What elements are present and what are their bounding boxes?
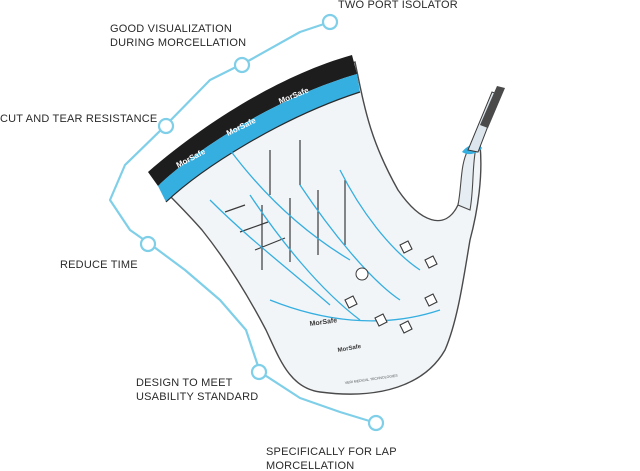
label-lap-morcellation: SPECIFICALLY FOR LAP MORCELLATION: [266, 445, 397, 471]
label-two-port-isolator: TWO PORT ISOLATOR: [338, 0, 458, 12]
connector-node-lap: [367, 414, 385, 432]
morsafe-bag: MorSafe MorSafe MorSafe MorSafe MorSafe …: [148, 55, 505, 395]
label-good-visualization: GOOD VISUALIZATION DURING MORCELLATION: [110, 22, 246, 50]
connector-node-cut-tear: [157, 117, 175, 135]
label-line: DURING MORCELLATION: [110, 37, 247, 49]
neck-hatched-tip: [480, 86, 505, 128]
label-line: MORCELLATION: [266, 460, 355, 471]
connector-node-two-port: [321, 13, 339, 31]
bag-brand-text-1: MorSafe: [309, 317, 337, 328]
connector-node-visualization: [233, 56, 251, 74]
label-line: REDUCE TIME: [60, 259, 138, 271]
connector-node-usability: [250, 363, 268, 381]
label-line: SPECIFICALLY FOR LAP: [266, 446, 397, 458]
label-reduce-time: REDUCE TIME: [60, 258, 138, 272]
label-line: CUT AND TEAR RESISTANCE: [0, 113, 158, 125]
label-line: USABILITY STANDARD: [136, 391, 259, 403]
bag-measurement-lines: [224, 140, 346, 270]
connector-node-reduce-time: [139, 235, 157, 253]
bag-blue-folds: [209, 149, 441, 322]
label-line: TWO PORT ISOLATOR: [338, 0, 458, 11]
rim-blue-band: [158, 74, 360, 202]
bag-maker-text: VERI MEDICAL TECHNOLOGIES: [345, 374, 399, 385]
feature-connector-line: [108, 20, 378, 425]
label-usability-standard: DESIGN TO MEET USABILITY STANDARD: [136, 376, 258, 404]
bag-brand-text-2: MorSafe: [337, 344, 362, 354]
rim-dark-band: [148, 55, 357, 186]
label-cut-and-tear: CUT AND TEAR RESISTANCE: [0, 112, 157, 126]
label-line: DESIGN TO MEET: [136, 377, 233, 389]
label-line: GOOD VISUALIZATION: [110, 23, 232, 35]
bag-clips: [344, 240, 438, 334]
bag-port-marker: [355, 267, 369, 281]
